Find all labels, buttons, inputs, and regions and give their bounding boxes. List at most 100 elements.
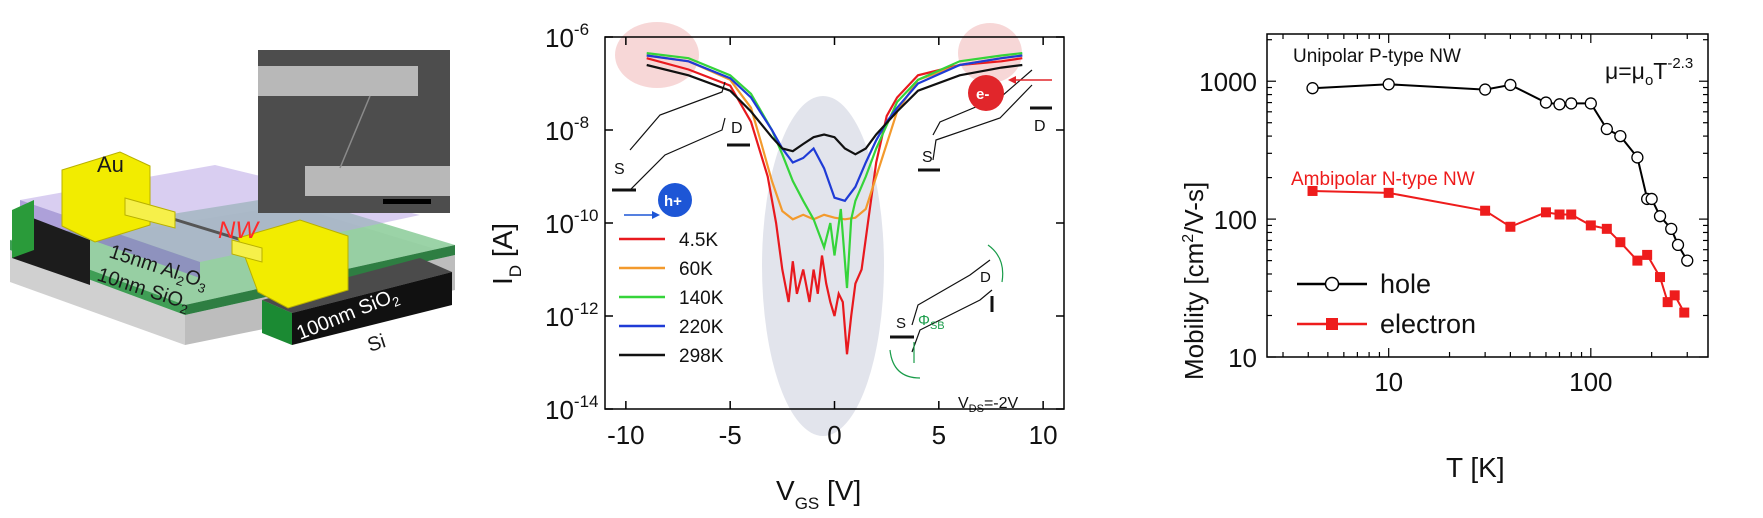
mobility-point-electron [1632,255,1643,266]
mobility-plot-frame [1266,33,1709,358]
mobility-point-electron [1655,272,1666,283]
transfer-legend-label: 140K [679,288,724,309]
left-pad-block-side [12,200,34,258]
mobility-point-electron [1601,223,1612,234]
mobility-formula: μ=μoT-2.3 [1605,55,1693,89]
sem-electrode-bottom [305,166,450,196]
mobility-x-axis-title: T [K] [1446,452,1505,483]
electron-drain-label: D [1034,118,1046,135]
sem-nanowire [339,95,371,169]
transfer-y-tick-label: 10-6 [545,20,589,53]
mobility-legend-label: electron [1380,309,1476,339]
barrier-drain-label: D [980,269,991,286]
transfer-x-tick-label: 5 [932,420,946,450]
mobility-legend-marker [1326,318,1338,330]
barrier-label: ΦSB [918,312,945,332]
mobility-point-electron [1585,220,1596,231]
mobility-point-hole [1671,238,1685,252]
mobility-point-electron [1669,290,1680,301]
substrate-label: Si [365,330,389,356]
au-electrode-right-arm [231,239,263,263]
hole-ball [658,183,692,217]
right-pad-front [262,300,292,345]
transfer-y-axis-title: ID [A] [487,223,525,285]
mobility-legend-marker [1324,276,1340,292]
mobility-legend-label: hole [1380,269,1431,299]
transfer-series-220K [646,54,1023,203]
mobility-point-hole [1665,222,1678,235]
hole-drain-label: D [731,120,743,137]
transfer-legend-label: 220K [679,317,724,338]
sem-electrode-top [258,66,418,96]
transfer-legend: 4.5K 60K 140K 220K 298K [619,230,724,367]
mobility-point-hole [1306,82,1319,95]
mobility-point-hole [1478,83,1492,96]
mobility-point-electron [1566,209,1577,220]
mobility-x-tick-label: 10 [1374,367,1403,397]
mobility-legend: hole electron [1297,269,1476,339]
mobility-point-hole [1681,254,1694,267]
nanowire-label: NW [218,217,260,244]
transfer-x-tick-label: 0 [827,420,841,450]
mobility-point-hole [1645,192,1658,206]
hole-label: h+ [664,193,682,210]
transfer-x-tick-label: -10 [607,420,645,450]
ambipolar-annotation: Ambipolar N-type NW [1291,169,1475,190]
mobility-point-hole [1600,122,1613,136]
mobility-point-electron [1307,185,1318,196]
mobility-point-electron [1505,221,1516,232]
transfer-axes: -10 -5 0 5 10 10-14 10-12 10-10 10-8 10-6 [545,20,1064,450]
mobility-series-electron [1312,190,1686,314]
barrier-green-arrow [889,349,921,379]
sem-scale-bar [383,199,431,204]
transfer-legend-label: 4.5K [679,230,718,251]
transfer-legend-label: 60K [679,259,713,280]
mobility-y-tick-label: 1000 [1199,67,1257,97]
transfer-y-tick-label: 10-14 [545,392,599,425]
electron-source-label: S [922,149,933,166]
transfer-series-298K [646,63,1023,156]
mobility-point-hole [1382,78,1395,91]
electron-arrow-head [1008,76,1016,84]
au-electrode-left [61,151,151,243]
substrate-left-face [10,250,185,345]
mobility-point-electron [1540,207,1551,218]
right-pad-face [292,272,452,345]
mobility-point-electron [1480,205,1491,216]
mobility-series [1306,78,1694,318]
mobility-x-tick-label: 100 [1569,367,1612,397]
transfer-x-axis-title: VGS [V] [776,475,861,513]
mobility-y-axis-title: Mobility [cm2/V-s] [1179,182,1209,380]
device-schematic: Au NW 15nm Al2O3 10nm SiO2 100nm SiO2 Si [10,50,455,357]
mobility-point-hole [1504,78,1517,92]
hole-arrow-head [652,211,660,219]
transfer-legend-label: 298K [679,346,724,367]
electron-ball [968,75,1004,111]
hole-source-label: S [614,161,625,178]
barrier-band-diagram [890,259,994,353]
hole-band-diagram [612,81,750,192]
mobility-point-hole [1553,98,1566,111]
electron-label: e- [976,86,989,103]
au-electrode-left-arm [124,197,176,229]
mobility-point-hole [1565,97,1578,110]
transfer-x-tick-label: -5 [719,420,742,450]
mobility-point-hole [1653,210,1667,223]
mobility-point-electron [1679,307,1690,318]
transfer-y-tick-label: 10-8 [545,113,589,146]
mobility-point-hole [1539,96,1553,109]
mobility-point-hole [1584,97,1597,110]
transfer-x-tick-label: 10 [1029,420,1058,450]
vds-annotation: VDS=-2V [958,395,1019,415]
au-electrode-right [237,219,349,309]
mobility-point-electron [1615,237,1626,248]
mobility-point-electron [1554,209,1565,220]
transfer-y-tick-label: 10-10 [545,206,599,239]
drain-green-arrow [987,244,1004,283]
mobility-point-electron [1383,187,1394,198]
transfer-y-tick-label: 10-12 [545,299,599,332]
mobility-y-tick-label: 100 [1214,205,1257,235]
